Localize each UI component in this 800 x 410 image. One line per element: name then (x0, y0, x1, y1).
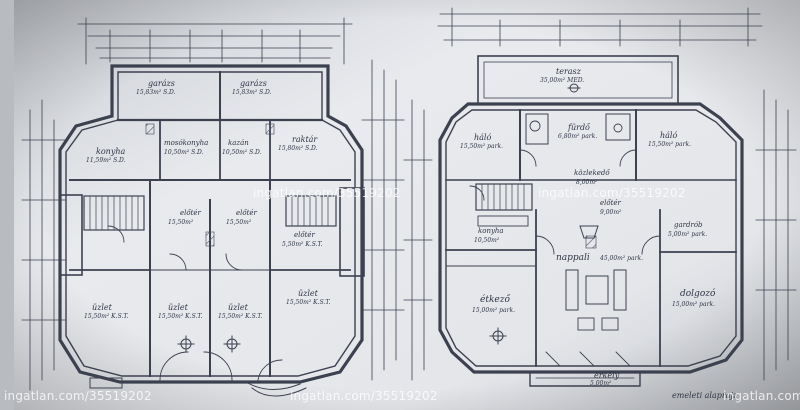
room-label: háló (660, 131, 678, 140)
room-label: konyha (96, 147, 126, 156)
room-area: 15,83m² S.D. (136, 89, 176, 96)
room-area: 15,50m² K.S.T. (158, 313, 203, 320)
room-area: 15,50m² K.S.T. (218, 313, 263, 320)
watermark: ingatlan.com (723, 389, 800, 403)
room-area: 10,50m² (474, 237, 500, 244)
room-area: 5,00m² (590, 380, 612, 387)
room-label: konyha (478, 227, 504, 235)
room-area: 6,80m² park. (558, 133, 598, 140)
room-label: háló (474, 133, 492, 142)
room-label: előtér (180, 209, 201, 217)
room-area: 10,50m² S.D. (164, 149, 204, 156)
room-label: közlekedő (574, 169, 610, 177)
room-label: terasz (556, 67, 581, 76)
room-area: 8,00m² (576, 179, 598, 186)
room-area: 15,00m² park. (472, 307, 516, 314)
room-label: előtér (236, 209, 257, 217)
room-area: 15,50m² K.S.T. (286, 299, 331, 306)
room-label: üzlet (92, 303, 112, 312)
room-area: 15,80m² S.D. (278, 145, 318, 152)
room-label: raktár (292, 135, 318, 144)
room-label: dolgozó (680, 289, 716, 299)
room-label: mosókonyha (164, 139, 209, 147)
room-area: 5,50m² K.S.T. (282, 241, 323, 248)
watermark: ingatlan.com/35519202 (4, 389, 152, 403)
room-area: 5,00m² park. (668, 231, 708, 238)
room-area: 9,00m² (600, 209, 622, 216)
room-label: fürdő (568, 123, 590, 132)
room-label: erkély (594, 371, 620, 380)
room-label: nappali (556, 253, 590, 263)
room-label: garázs (148, 79, 175, 88)
room-area: 35,00m² MED. (540, 77, 585, 84)
floor-label: emeleti alaprajz (672, 391, 738, 400)
watermark: ingatlan.com/35519202 (538, 186, 686, 200)
room-label: üzlet (168, 303, 188, 312)
room-area: 15,50m² K.S.T. (84, 313, 129, 320)
room-area: 45,00m² park. (600, 255, 644, 262)
room-area: 11,59m² S.D. (86, 157, 126, 164)
room-area: 15,50m² (226, 219, 252, 226)
room-label: kazán (228, 139, 249, 147)
room-area: 15,83m² S.D. (232, 89, 272, 96)
room-label: előtér (600, 199, 621, 207)
watermark: ingatlan.com/35519202 (253, 186, 401, 200)
room-label: étkező (480, 295, 510, 305)
room-area: 15,00m² park. (672, 301, 716, 308)
room-area: 15,50m² park. (460, 143, 504, 150)
room-label: előtér (294, 231, 315, 239)
room-area: 15,50m² (168, 219, 194, 226)
watermark: ingatlan.com/35519202 (290, 389, 438, 403)
room-label: üzlet (228, 303, 248, 312)
room-area: 15,50m² park. (648, 141, 692, 148)
room-area: 10,50m² S.D. (222, 149, 262, 156)
room-label: üzlet (298, 289, 318, 298)
room-label: gardrób (674, 221, 703, 229)
room-label: garázs (240, 79, 267, 88)
